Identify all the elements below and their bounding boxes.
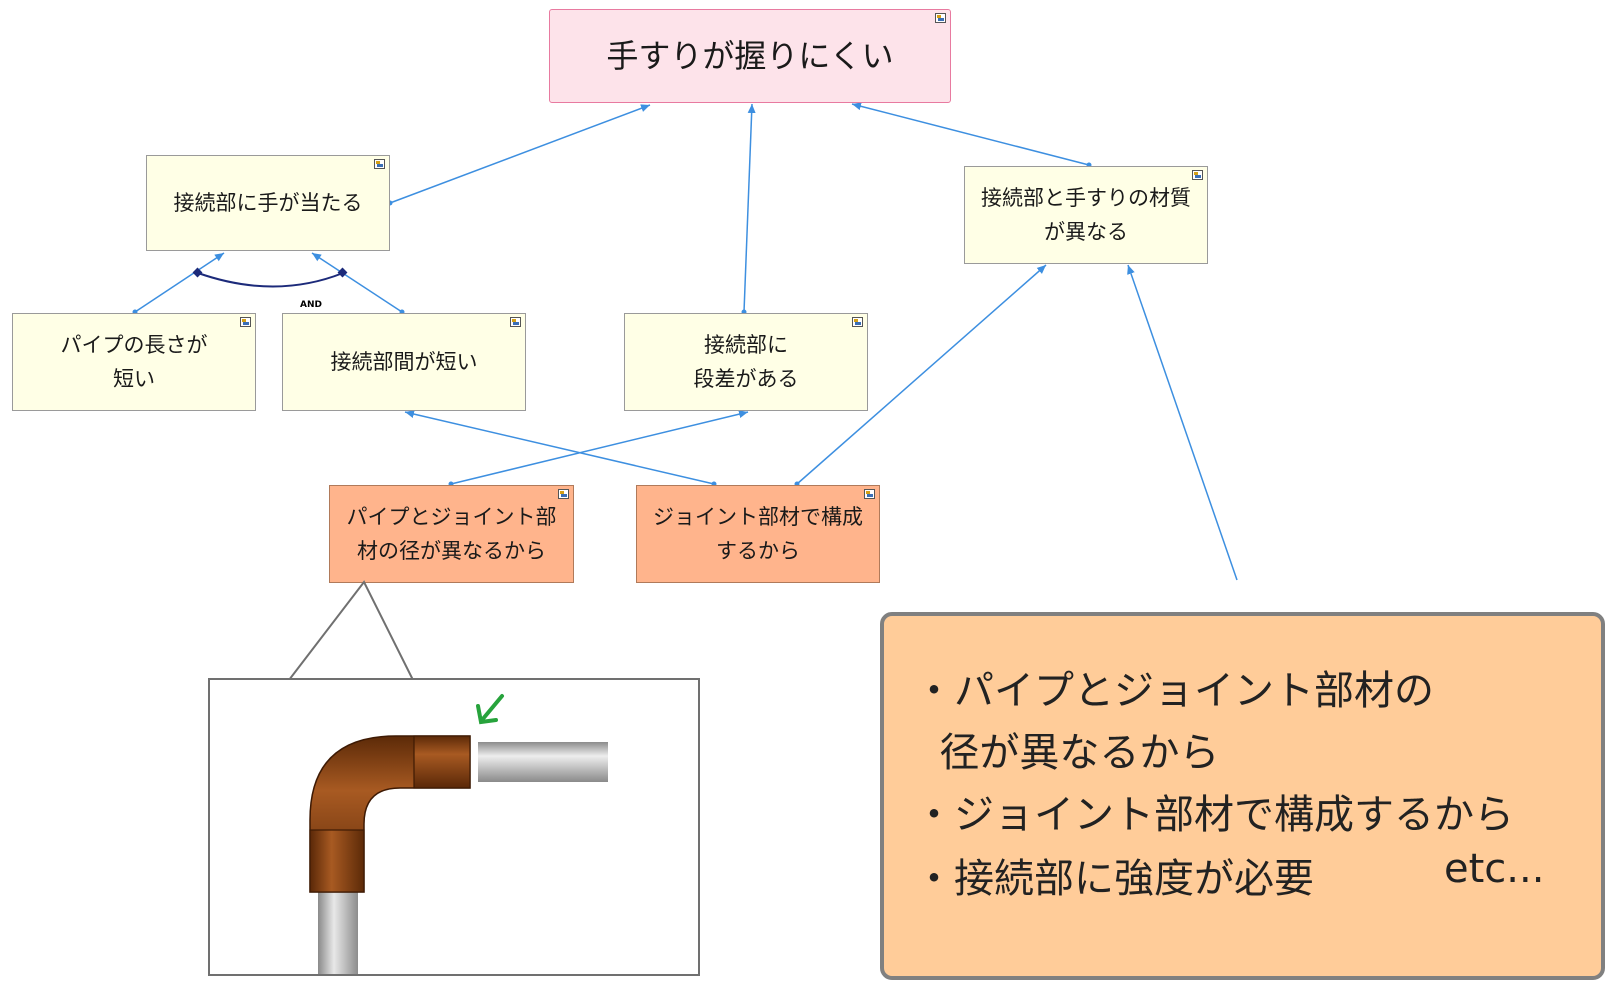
edge-interval-to-contact: [311, 252, 403, 313]
node-diameter-cause[interactable]: パイプとジョイント部 材の径が異なるから: [329, 485, 574, 583]
gray-pipe-vertical: [318, 890, 358, 974]
node-pipe-length[interactable]: パイプの長さが 短い: [12, 313, 256, 411]
and-arc: [197, 272, 344, 288]
callout-etc: etc...: [1444, 846, 1545, 892]
node-icon: [852, 317, 863, 327]
node-icon: [558, 489, 569, 499]
callout-line-2: 径が異なるから: [914, 730, 1220, 776]
node-material[interactable]: 接続部と手すりの材質 が異なる: [964, 166, 1208, 264]
node-contact-text: 接続部に手が当たる: [173, 191, 363, 215]
edge-joint-to-interval: [404, 410, 715, 485]
green-arrow-icon: [476, 694, 504, 725]
edge-contact-to-top: [389, 104, 651, 204]
node-step-text: 接続部に 段差がある: [693, 333, 799, 391]
pipe-photo-panel: [208, 678, 700, 976]
node-short-interval[interactable]: 接続部間が短い: [282, 313, 526, 411]
callout-line-4: ・接続部に強度が必要: [914, 856, 1314, 902]
and-label: AND: [300, 300, 322, 310]
node-material-text: 接続部と手すりの材質 が異なる: [981, 186, 1191, 244]
node-contact[interactable]: 接続部に手が当たる: [146, 155, 390, 251]
pipe-joint-image: [309, 694, 608, 974]
node-diameter-cause-text: パイプとジョイント部 材の径が異なるから: [346, 505, 557, 563]
edge-callout-to-material: [1127, 264, 1238, 581]
node-icon: [240, 317, 251, 327]
node-top-text: 手すりが握りにくい: [606, 37, 894, 75]
edge-diameter-to-step: [450, 410, 749, 485]
callout-line-1: ・パイプとジョイント部材の: [914, 668, 1434, 714]
node-pipe-length-text: パイプの長さが 短い: [60, 333, 208, 391]
node-icon: [374, 159, 385, 169]
node-joint-cause-text: ジョイント部材で構成 するから: [653, 505, 863, 563]
edge-material-to-top: [851, 102, 1090, 166]
node-top-problem[interactable]: 手すりが握りにくい: [549, 9, 951, 103]
node-short-interval-text: 接続部間が短い: [330, 350, 478, 374]
node-icon: [1192, 170, 1203, 180]
gray-pipe-horizontal: [478, 742, 608, 782]
node-icon: [864, 489, 875, 499]
edge-joint-to-material: [796, 264, 1047, 485]
node-icon: [510, 317, 521, 327]
edge-step-to-top: [743, 103, 756, 313]
node-step[interactable]: 接続部に 段差がある: [624, 313, 868, 411]
edge-pipelength-to-contact: [134, 252, 225, 313]
node-icon: [935, 13, 946, 23]
callout-line-3: ・ジョイント部材で構成するから: [914, 792, 1514, 838]
node-joint-cause[interactable]: ジョイント部材で構成 するから: [636, 485, 880, 583]
causes-callout: ・パイプとジョイント部材の 径が異なるから ・ジョイント部材で構成するから ・接…: [880, 612, 1605, 980]
